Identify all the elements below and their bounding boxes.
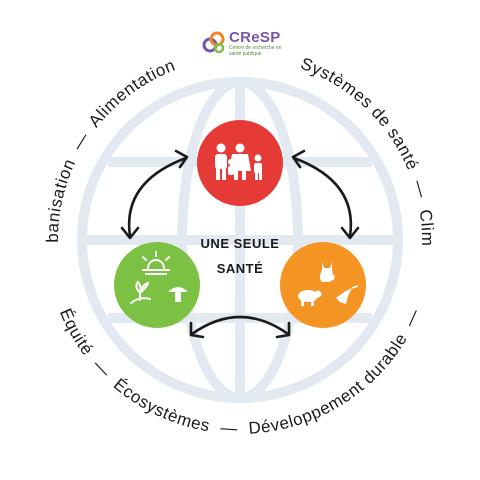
human-health-circle: [197, 120, 283, 206]
ring-item-ecosystemes: Écosystèmes: [110, 375, 212, 436]
cresp-logo-icon: [202, 31, 225, 54]
plant-mushroom-sun-icon: [130, 251, 170, 304]
center-title-line2: SANTÉ: [216, 261, 264, 276]
arrow-environment-animal: [189, 315, 291, 339]
ring-item-urbanisation: Urbanisation: [0, 0, 79, 243]
ring-item-developpement-durable: Développement durable: [248, 330, 411, 438]
family-icon: [215, 143, 262, 180]
environment-health-circle: [114, 242, 200, 328]
logo-name: CReSP: [229, 29, 281, 46]
ring-item-systemes-sante: Systèmes de santé: [298, 54, 422, 173]
ring-item-equite: Équité: [56, 306, 97, 359]
arrow-human-animal: [291, 149, 360, 240]
animals-icon: [298, 262, 359, 306]
arrow-human-environment: [120, 149, 189, 240]
center-title-line1: UNE SEULE: [200, 236, 280, 251]
logo-subtitle: Centre de recherche en santé publique: [229, 45, 282, 57]
cycle-arrows: [120, 149, 360, 339]
animal-health-circle: [280, 242, 366, 328]
